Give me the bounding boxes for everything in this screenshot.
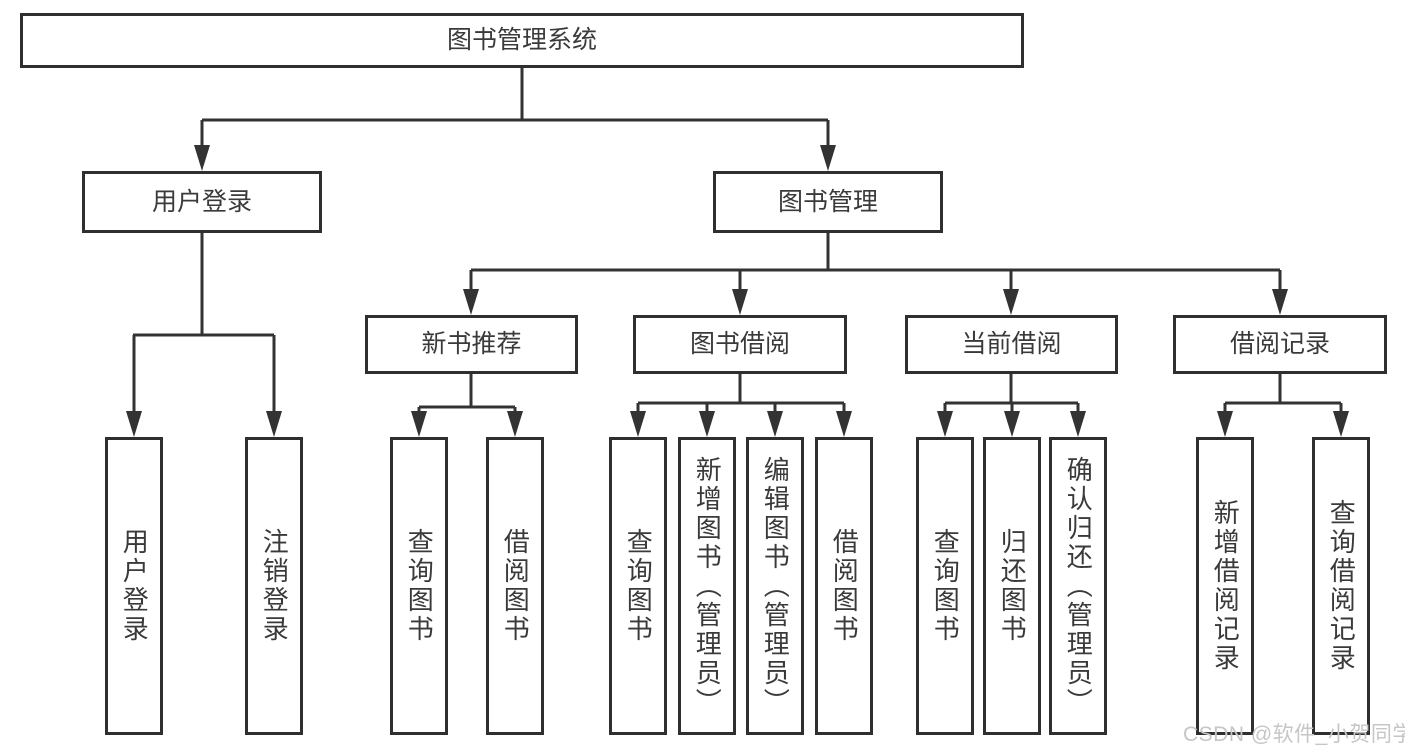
node-user-login: 用户登录 (82, 171, 322, 233)
leaf-recommend-borrow-book: 借阅图书 (486, 437, 544, 735)
leaf-current-return-book: 归还图书 (983, 437, 1041, 735)
node-book-management: 图书管理 (713, 171, 943, 233)
leaf-user-login: 用户登录 (105, 437, 163, 735)
leaf-current-confirm-return-admin: 确认归还（管理员） (1049, 437, 1107, 735)
leaf-logout: 注销登录 (245, 437, 303, 735)
leaf-record-query-borrow-record: 查询借阅记录 (1312, 437, 1370, 735)
leaf-current-query-book: 查询图书 (916, 437, 974, 735)
leaf-record-add-borrow-record: 新增借阅记录 (1196, 437, 1254, 735)
node-root-library-management-system: 图书管理系统 (20, 13, 1024, 68)
node-borrow-record: 借阅记录 (1173, 315, 1387, 374)
leaf-borrow-add-book-admin: 新增图书（管理员） (678, 437, 736, 735)
arrowheads (126, 145, 1349, 437)
leaf-recommend-query-book: 查询图书 (390, 437, 448, 735)
leaf-borrow-query-book: 查询图书 (609, 437, 667, 735)
leaf-borrow-borrow-book: 借阅图书 (815, 437, 873, 735)
node-current-borrow: 当前借阅 (905, 315, 1118, 374)
leaf-borrow-edit-book-admin: 编辑图书（管理员） (746, 437, 804, 735)
node-book-borrow: 图书借阅 (633, 315, 847, 374)
node-new-book-recommend: 新书推荐 (365, 315, 578, 374)
csdn-watermark: CSDN @软件_小贺同学 (1183, 723, 1405, 746)
